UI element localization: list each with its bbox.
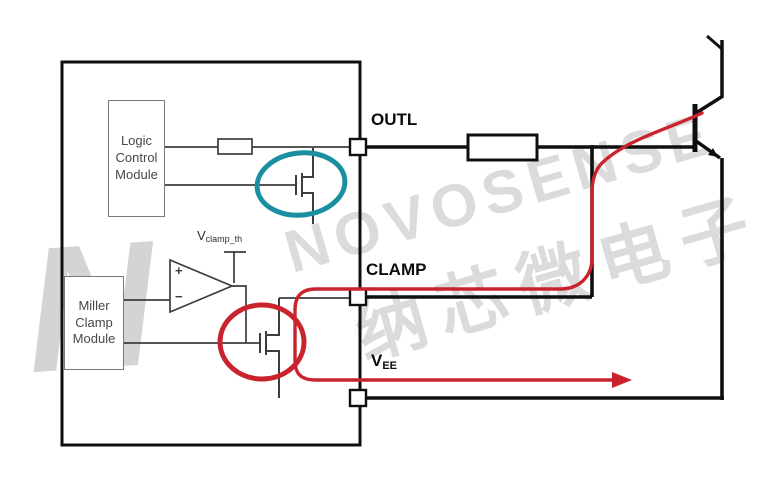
vth-label-main: V [197,228,206,243]
vth-reference-stub [224,251,246,283]
logic-control-module: Logic Control Module [108,100,165,217]
red-highlight-ellipse [217,302,307,382]
vee-current-arrowhead [612,372,632,388]
vth-label-sub: clamp_th [205,234,243,244]
chip-pins [348,137,368,408]
comparator-minus-sign: − [175,289,183,304]
comparator-symbol [169,258,235,314]
clamp-mosfet [259,298,280,398]
driver-chip-outline [60,60,362,447]
current-path-gate-to-clamp [370,111,704,291]
logic-control-module-label: Logic Control Module [115,133,158,182]
mosfet-source-wire [266,350,280,398]
mosfet-drain-wire [302,148,314,178]
logic-output-net [163,146,352,186]
comparator-output-wire [232,285,247,343]
vee-label-sub: EE [382,360,398,372]
vee-label: VEE [371,351,397,372]
transistor-emitter-arrow [708,148,718,157]
vee-label-main: V [371,351,383,370]
vth-label: Vclamp_th [197,228,242,244]
external-gate-resistor [466,133,539,162]
outl-label: OUTL [371,110,418,129]
miller-clamp-module-label: Miller Clamp Module [72,297,116,347]
mosfet-source-wire [302,192,314,224]
pin-clamp [348,287,368,307]
miller-current-path [293,111,704,382]
current-path-clamp-to-vee [293,287,614,382]
miller-clamp-module: Miller Clamp Module [64,276,124,370]
clamp-label: CLAMP [366,260,427,279]
transistor-collector-diag [695,94,724,115]
comparator-plus-sign: + [175,263,183,278]
power-transistor [692,34,724,160]
teal-highlight-ellipse [254,150,348,218]
miller-module-nets [122,285,260,344]
internal-gate-resistor [217,138,253,155]
pin-vee [348,388,368,408]
transistor-collector-tick [706,34,723,51]
pin-outl [348,137,368,157]
